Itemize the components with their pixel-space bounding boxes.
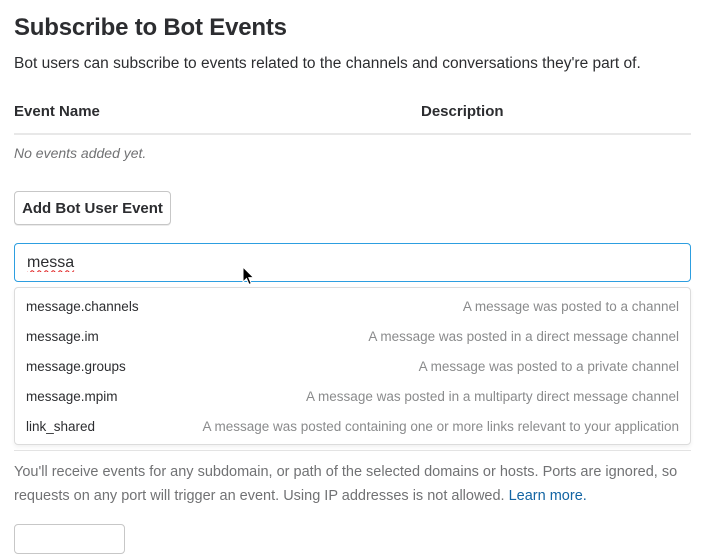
event-suggestions-dropdown: message.channels A message was posted to… [14, 287, 691, 445]
suggestion-message-im[interactable]: message.im A message was posted in a dir… [15, 321, 690, 351]
suggestion-message-mpim[interactable]: message.mpim A message was posted in a m… [15, 381, 690, 411]
suggestion-name: message.mpim [26, 389, 118, 404]
suggestion-description: A message was posted containing one or m… [202, 419, 679, 434]
section-subtitle: Bot users can subscribe to events relate… [14, 55, 641, 72]
suggestion-name: message.groups [26, 359, 126, 374]
column-header-description: Description [421, 103, 504, 120]
mouse-pointer-icon [242, 266, 255, 286]
suggestion-description: A message was posted to a private channe… [418, 359, 679, 374]
bottom-action-button[interactable] [14, 524, 125, 554]
events-table-header: Event Name Description [14, 102, 691, 135]
help-text: You'll receive events for any subdomain,… [14, 460, 684, 508]
suggestion-name: link_shared [26, 419, 96, 434]
suggestion-description: A message was posted in a multiparty dir… [306, 389, 679, 404]
bot-events-section: Subscribe to Bot Events Bot users can su… [14, 0, 691, 554]
empty-events-message: No events added yet. [14, 145, 147, 161]
learn-more-link[interactable]: Learn more. [508, 488, 587, 504]
suggestion-description: A message was posted to a channel [462, 299, 679, 314]
help-text-body: You'll receive events for any subdomain,… [14, 464, 678, 504]
section-divider [14, 450, 691, 451]
suggestion-message-channels[interactable]: message.channels A message was posted to… [15, 291, 690, 321]
section-title: Subscribe to Bot Events [14, 14, 287, 41]
suggestion-message-groups[interactable]: message.groups A message was posted to a… [15, 351, 690, 381]
suggestion-name: message.im [26, 329, 99, 344]
event-search-input[interactable] [14, 243, 691, 282]
suggestion-link-shared[interactable]: link_shared A message was posted contain… [15, 411, 690, 441]
suggestion-description: A message was posted in a direct message… [368, 329, 679, 344]
suggestion-name: message.channels [26, 299, 139, 314]
column-header-event-name: Event Name [14, 103, 100, 120]
add-bot-user-event-button[interactable]: Add Bot User Event [14, 191, 171, 225]
